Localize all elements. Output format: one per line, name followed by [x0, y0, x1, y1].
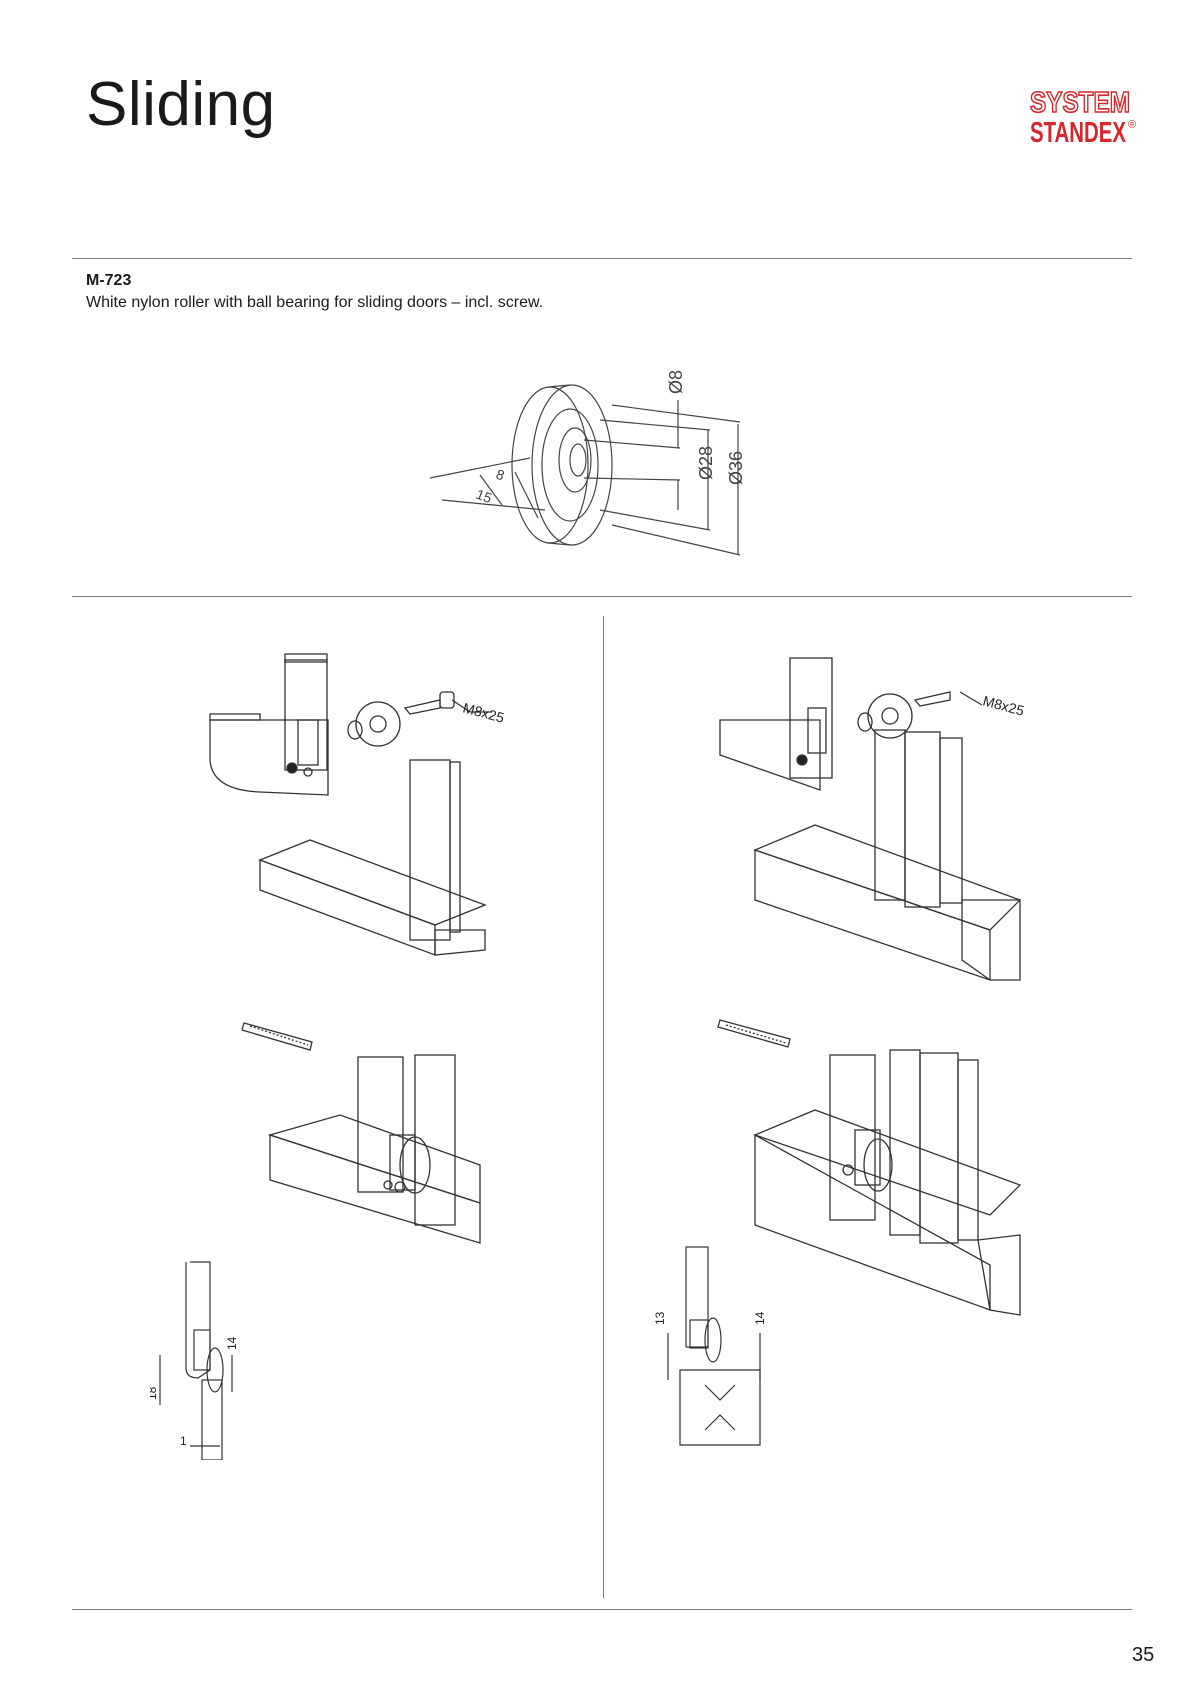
- page-title: Sliding: [86, 70, 276, 139]
- dim-13-right: 13: [653, 1311, 667, 1325]
- logo-line2: STANDEX: [1030, 117, 1126, 148]
- right-cross-section: 13 14: [653, 1246, 767, 1446]
- dim-14-left: 14: [225, 1336, 239, 1350]
- left-assembled-view: [241, 1022, 481, 1244]
- system-standex-logo: SYSTEM STANDEX ®: [1028, 84, 1138, 153]
- right-assembled-view: [717, 1019, 1022, 1316]
- column-divider: [603, 616, 604, 1598]
- right-exploded-assembly: M8x25: [719, 657, 1026, 981]
- roller-drawing: Ø8 Ø28 Ø36 8 15: [429, 370, 746, 556]
- dim-1-left: 1: [180, 1434, 187, 1448]
- product-description: White nylon roller with ball bearing for…: [86, 294, 544, 311]
- left-exploded-assembly: M8x25: [209, 653, 506, 956]
- product-code: M-723: [86, 272, 132, 289]
- left-cross-section: 14 18 1: [150, 1261, 239, 1460]
- dim-15: 15: [474, 486, 494, 506]
- dim-d28: Ø28: [696, 446, 716, 480]
- dim-8: 8: [494, 466, 507, 484]
- logo-line1: SYSTEM: [1030, 87, 1130, 119]
- dim-18-left: 18: [150, 1386, 159, 1400]
- dim-d36: Ø36: [726, 451, 746, 485]
- section-divider: [72, 596, 1132, 597]
- dim-14-right: 14: [753, 1311, 767, 1325]
- page-number: 35: [1132, 1644, 1155, 1666]
- screw-label-left: M8x25: [461, 699, 506, 725]
- registered-mark: ®: [1128, 119, 1136, 131]
- header-divider: [72, 258, 1132, 259]
- screw-label-right: M8x25: [981, 692, 1026, 718]
- footer-divider: [72, 1609, 1132, 1610]
- dim-d8: Ø8: [666, 370, 686, 394]
